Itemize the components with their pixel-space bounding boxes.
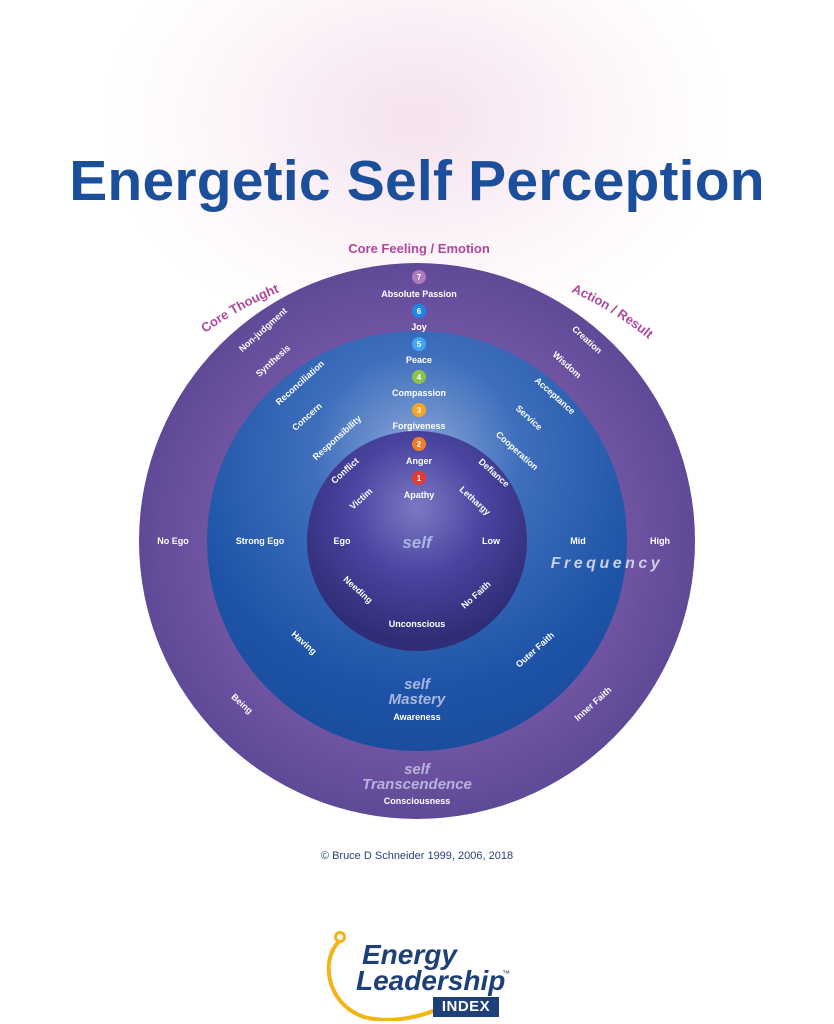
frequency-mid: Mid (570, 536, 586, 546)
level-1-label: Apathy (404, 490, 435, 500)
frequency-low: Low (482, 536, 501, 546)
level-2-label: Anger (406, 456, 433, 466)
level-1-dot (412, 471, 426, 485)
level-2-number: 2 (417, 440, 422, 449)
inner-circle (307, 431, 527, 651)
transcendence-word: Transcendence (362, 776, 472, 793)
logo-swoosh-icon (326, 931, 440, 1021)
level-4-label: Compassion (392, 388, 446, 398)
level-2-dot (412, 437, 426, 451)
logo-trademark: ™ (502, 969, 510, 978)
level-6-label: Joy (411, 322, 427, 332)
frequency-high: High (650, 536, 670, 546)
ego-inner: Ego (334, 536, 352, 546)
copyright-notice: © Bruce D Schneider 1999, 2006, 2018 (320, 850, 514, 862)
logo-line-leadership: Leadership (356, 965, 506, 996)
center-state: Unconscious (389, 619, 446, 629)
level-3-number: 3 (417, 406, 422, 415)
level-7-number: 7 (417, 273, 422, 282)
level-1-number: 1 (417, 474, 422, 483)
category-core-feeling: Core Feeling / Emotion (348, 241, 490, 256)
level-ladder: 7 Absolute Passion 6 Joy 5 Peace 4 Compa… (381, 270, 457, 500)
logo-index-badge: INDEX (433, 997, 499, 1017)
energy-leadership-logo: Energy Leadership ™ INDEX (320, 925, 520, 1021)
level-7-dot (412, 270, 426, 284)
logo-line-energy: Energy (362, 939, 457, 970)
transcendence-state: Consciousness (384, 796, 451, 806)
level-6-number: 6 (417, 307, 422, 316)
mastery-word: Mastery (389, 691, 446, 708)
level-5-dot (412, 337, 426, 351)
level-4-dot (412, 370, 426, 384)
page-title: Energetic Self Perception (69, 149, 765, 213)
mastery-state: Awareness (393, 712, 440, 722)
horizontal-axis-labels: No Ego Strong Ego Ego Low Mid High (157, 536, 670, 546)
level-4-number: 4 (417, 373, 422, 382)
level-3-label: Forgiveness (392, 421, 445, 431)
level-7-label: Absolute Passion (381, 289, 457, 299)
level-5-number: 5 (417, 340, 422, 349)
center-self-word: self (402, 533, 434, 552)
frequency-label: Frequency (551, 555, 663, 572)
level-5-label: Peace (406, 355, 432, 365)
mastery-self-word: self (404, 676, 432, 693)
ego-outer: No Ego (157, 536, 189, 546)
level-6-dot (412, 304, 426, 318)
ego-middle: Strong Ego (236, 536, 285, 546)
transcendence-self-word: self (404, 761, 432, 778)
level-3-dot (412, 403, 426, 417)
